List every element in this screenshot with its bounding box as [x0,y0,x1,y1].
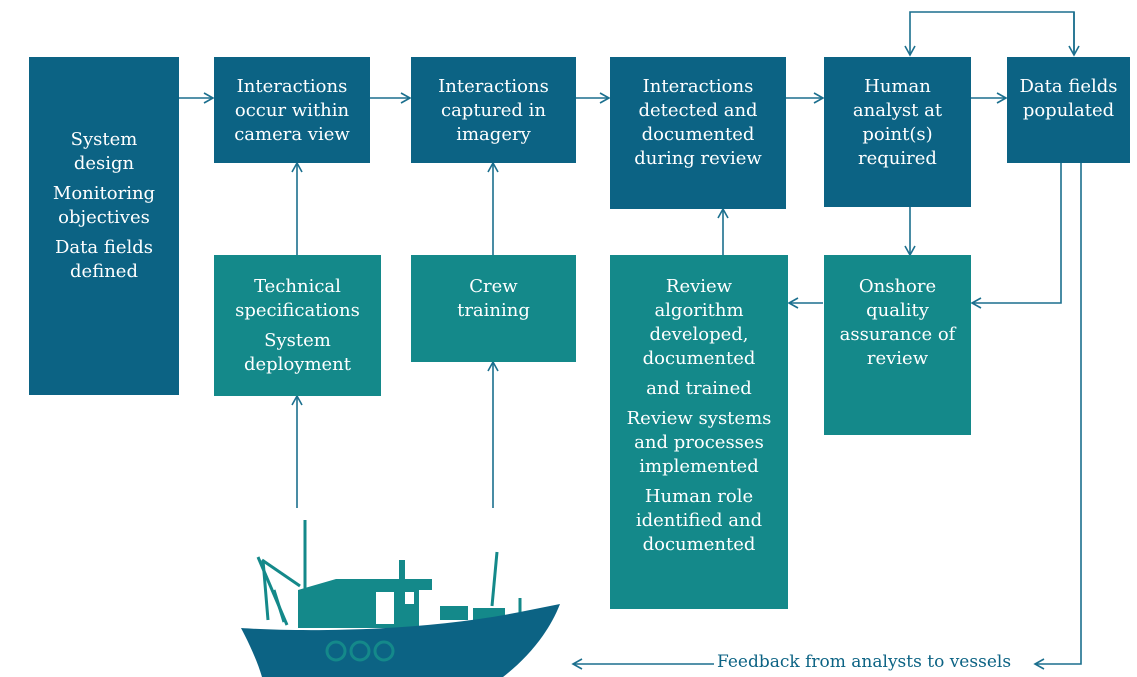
onshore-quality-line4: review [866,348,929,369]
data-fields-populated-box: Data fields populated [1007,57,1130,163]
human-analyst-box: Human analyst at point(s) required [824,57,971,207]
interactions-detected-box: Interactions detected and documented dur… [610,57,786,209]
interactions-detected-line4: during review [634,148,762,169]
monitoring-objectives-line2: objectives [58,207,150,228]
crew-training-box: Crew training [411,255,576,362]
data-fields-populated-line1: Data fields [1019,76,1118,97]
human-analyst-line4: required [858,148,937,169]
human-role-line1: Human role [644,486,754,507]
interactions-detected-line3: documented [641,124,755,145]
arrow-loop-top [904,11,1075,57]
interactions-captured-line3: imagery [456,124,531,145]
onshore-quality-line3: assurance of [839,324,956,345]
human-role-line3: documented [642,534,756,555]
onshore-quality-line2: quality [866,300,929,321]
review-systems-line2: and processes [634,432,764,453]
review-algorithm-line2: algorithm [654,300,744,321]
interactions-occur-line1: Interactions [236,76,348,97]
system-design-line2: design [73,153,135,174]
interactions-detected-line1: Interactions [642,76,754,97]
interactions-captured-box: Interactions captured in imagery [411,57,576,163]
interactions-occur-box: Interactions occur within camera view [214,57,370,163]
interactions-occur-line2: occur within [234,100,350,121]
human-role-line2: identified and [635,510,763,531]
review-algorithm-line3: developed, [649,324,749,345]
data-fields-defined-line2: defined [70,261,138,282]
review-algorithm-line1: Review [665,276,733,297]
data-fields-populated-line2: populated [1022,100,1115,121]
review-algorithm-line4: documented [642,348,756,369]
fishing-boat-icon [241,520,560,677]
interactions-occur-line3: camera view [234,124,350,145]
technical-specifications-box: Technical specifications System deployme… [214,255,381,396]
system-deployment-line2: deployment [243,354,351,375]
human-analyst-line2: analyst at [852,100,943,121]
system-deployment-line1: System [264,330,331,351]
technical-specifications-line1: Technical [254,276,341,297]
interactions-captured-line2: captured in [440,100,546,121]
crew-training-line1: Crew [469,276,518,297]
review-algorithm-line5: and trained [646,378,752,399]
system-design-box: System design Monitoring objectives Data… [29,57,179,395]
feedback-label: Feedback from analysts to vessels [717,652,1012,672]
interactions-captured-line1: Interactions [438,76,549,97]
arrow-feedback-return [1033,163,1082,670]
onshore-quality-line1: Onshore [858,276,937,297]
monitoring-objectives-line1: Monitoring [52,183,156,204]
human-analyst-line1: Human [864,76,931,97]
review-systems-line1: Review systems [626,408,772,429]
human-analyst-line3: point(s) [862,124,933,145]
arrow-populated-to-onshore [970,163,1062,309]
review-algorithm-box: Review algorithm developed, documented a… [610,255,788,609]
system-design-line1: System [70,129,138,150]
interactions-detected-line2: detected and [638,100,758,121]
technical-specifications-line2: specifications [235,300,360,321]
onshore-quality-box: Onshore quality assurance of review [824,255,971,435]
crew-training-line2: training [457,300,530,321]
data-fields-defined-line1: Data fields [54,237,154,258]
review-systems-line3: implemented [639,456,759,477]
